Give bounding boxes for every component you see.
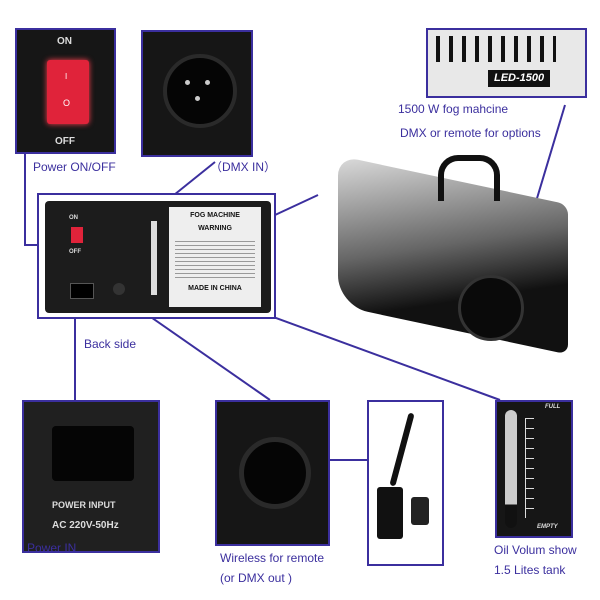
power-in-label: Power IN bbox=[27, 541, 77, 555]
o-mark: O bbox=[63, 98, 71, 108]
oil-gauge-icon bbox=[151, 221, 157, 295]
wattage-label: 1500 W fog mahcine bbox=[398, 102, 509, 116]
xlr-female-connector-icon bbox=[239, 437, 311, 509]
panel-made-in: MADE IN CHINA bbox=[188, 285, 242, 292]
back-switch-icon bbox=[71, 227, 83, 243]
iec-socket-icon bbox=[52, 426, 134, 481]
panel-warning: WARNING bbox=[198, 225, 232, 232]
on-text: ON bbox=[57, 36, 72, 47]
power-switch-closeup: ON I O OFF bbox=[15, 28, 116, 154]
model-label-closeup: LED-1500 bbox=[426, 28, 587, 98]
remote-receiver-photo bbox=[367, 400, 444, 566]
fog-machine-photo bbox=[328, 150, 583, 362]
dmx-in-label: （DMX IN） bbox=[210, 160, 277, 174]
power-input-closeup: POWER INPUT AC 220V-50Hz bbox=[22, 400, 160, 553]
tank-size-label: 1.5 Lites tank bbox=[494, 563, 566, 577]
full-text: FULL bbox=[545, 404, 561, 410]
i-mark: I bbox=[65, 72, 68, 81]
dmx-out-label: (or DMX out ) bbox=[220, 571, 293, 585]
xlr-male-connector-icon bbox=[163, 54, 237, 128]
rocker-switch: I O bbox=[47, 60, 89, 124]
off-text: OFF bbox=[55, 136, 75, 147]
wireless-dmx-closeup bbox=[215, 400, 330, 546]
remote-keyfob-icon bbox=[411, 497, 429, 525]
options-label: DMX or remote for options bbox=[400, 126, 541, 140]
dmx-in-closeup bbox=[141, 30, 253, 157]
power-switch-label: Power ON/OFF bbox=[33, 160, 116, 174]
dmx-socket-icon bbox=[113, 283, 125, 295]
oil-volume-label: Oil Volum show bbox=[494, 543, 577, 557]
model-name: LED-1500 bbox=[488, 70, 551, 87]
back-side-panel: ON OFF FOG MACHINE WARNING MADE IN CHINA bbox=[37, 193, 276, 319]
back-side-label: Back side bbox=[84, 337, 137, 351]
oil-tube-icon bbox=[505, 410, 517, 528]
empty-text: EMPTY bbox=[537, 524, 558, 530]
back-off-text: OFF bbox=[69, 249, 81, 255]
power-socket-icon bbox=[70, 283, 94, 299]
voltage-text: AC 220V-50Hz bbox=[52, 520, 119, 531]
vent-slots-icon bbox=[436, 36, 556, 62]
panel-title: FOG MACHINE bbox=[190, 212, 240, 219]
back-on-text: ON bbox=[69, 215, 78, 221]
wireless-label: Wireless for remote bbox=[220, 551, 325, 565]
oil-gauge-closeup: FULL EMPTY bbox=[495, 400, 573, 538]
power-input-text: POWER INPUT bbox=[52, 500, 116, 510]
receiver-icon bbox=[377, 487, 403, 539]
